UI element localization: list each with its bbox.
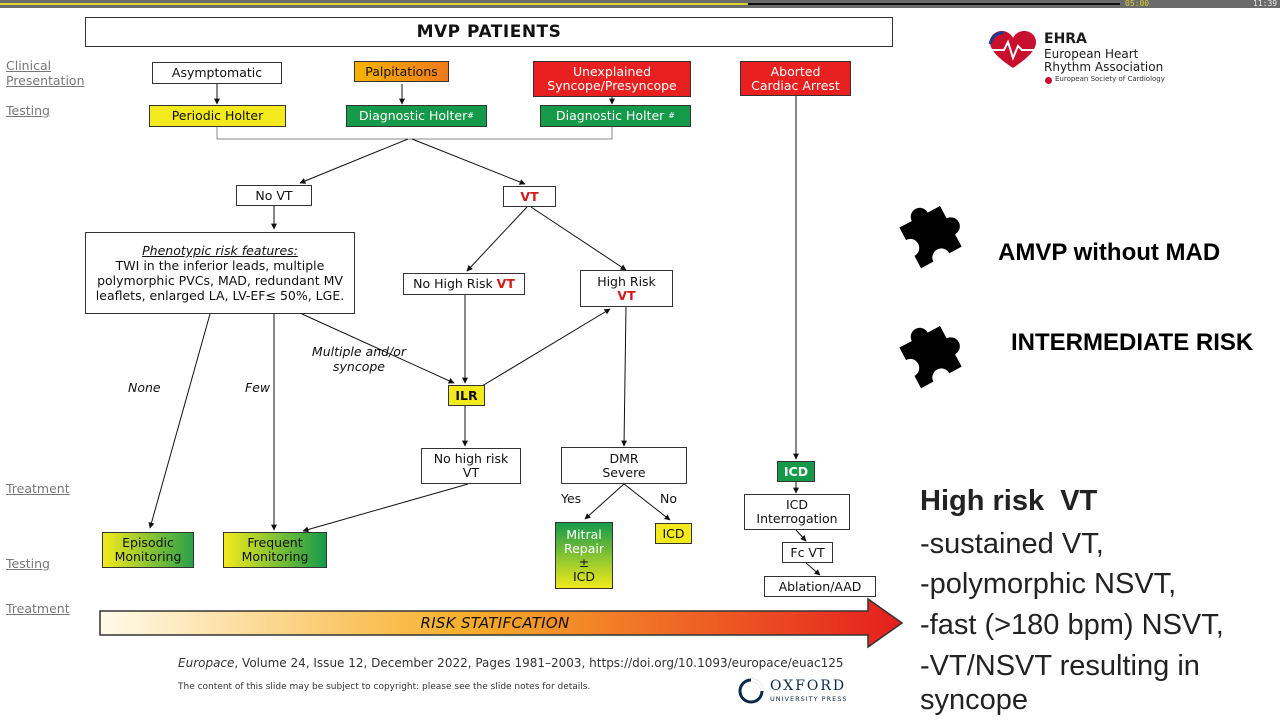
fc-vt-box: Fc VT <box>782 542 833 563</box>
edge-label-yes: Yes <box>561 491 582 506</box>
oxford-logo: OXFORD UNIVERSITY PRESS <box>738 678 858 706</box>
dmr-severe-box: DMR Severe <box>561 447 687 484</box>
citation-details: , Volume 24, Issue 12, December 2022, Pa… <box>234 656 844 670</box>
high-risk-item-3: -fast (>180 bpm) NSVT, <box>920 609 1224 641</box>
hash-mark-2: # <box>668 111 675 120</box>
high-risk-label: High Risk <box>597 273 656 289</box>
high-risk-box: High Risk VT <box>580 270 673 307</box>
high-risk-item-4: -VT/NSVT resulting in <box>920 650 1200 682</box>
copyright-note: The content of this slide may be subject… <box>178 682 591 692</box>
risk-stratification-label: RISK STATIFCATION <box>420 614 570 632</box>
episodic-monitoring-box: Episodic Monitoring <box>102 532 194 568</box>
vt-box: VT <box>503 186 556 207</box>
puzzle-label-intermediate: INTERMEDIATE RISK <box>1011 329 1254 356</box>
edge-label-few: Few <box>245 380 271 395</box>
mitral-repair-box: Mitral Repair ± ICD <box>555 522 613 589</box>
phenotypic-body: TWI in the inferior leads, multiple poly… <box>95 258 345 303</box>
no-high-risk-vt: VT <box>496 276 515 291</box>
edge-label-multiple: Multiple and/or syncope <box>311 344 407 374</box>
plus-minus-label: ± <box>578 554 590 570</box>
icd-interrogation-box: ICD Interrogation <box>744 494 850 530</box>
risk-stratification-arrow <box>99 597 904 649</box>
no-high-risk-vt-box: No high risk VT <box>421 448 521 484</box>
side-label-clinical: Clinical Presentation <box>6 58 85 88</box>
puzzle-piece-icon-2 <box>899 326 962 389</box>
citation: Europace, Volume 24, Issue 12, December … <box>178 656 844 670</box>
ehra-logo: EHRA European Heart Rhythm Association E… <box>988 30 1178 90</box>
high-risk-vt: VT <box>617 287 636 303</box>
phenotypic-title: Phenotypic risk features: <box>142 243 298 258</box>
palpitations-box: Palpitations <box>354 61 449 82</box>
ablation-aad-box: Ablation/AAD <box>764 576 876 597</box>
ehra-wordmark: EHRA <box>1044 31 1087 47</box>
diagnostic-holter-label-2: Diagnostic Holter <box>556 108 665 123</box>
high-risk-item-5: syncope <box>920 684 1029 716</box>
syncope-box: Unexplained Syncope/Presyncope <box>533 61 691 97</box>
side-label-testing-2: Testing <box>6 556 50 571</box>
time-elapsed: 05:00 <box>1125 0 1150 8</box>
heart-logo-icon <box>988 31 1036 68</box>
asymptomatic-box: Asymptomatic <box>152 62 282 84</box>
citation-journal: Europace <box>178 656 235 670</box>
side-label-treatment-2: Treatment <box>6 601 70 616</box>
oxford-sub: UNIVERSITY PRESS <box>770 695 848 703</box>
edge-label-no: No <box>660 491 677 506</box>
icd-green-box: ICD <box>777 461 815 482</box>
icd-yellow-box: ICD <box>655 523 692 544</box>
frequent-monitoring-box: Frequent Monitoring <box>223 532 327 568</box>
mitral-icd-label: ICD <box>572 568 596 584</box>
no-high-risk-label: No High Risk <box>413 276 497 291</box>
puzzle-piece-icon <box>899 206 962 269</box>
periodic-holter-box: Periodic Holter <box>149 105 286 127</box>
high-risk-item-2: -polymorphic NSVT, <box>920 568 1177 600</box>
hash-mark-1: # <box>467 111 474 120</box>
edge-label-none: None <box>128 380 161 395</box>
aborted-cardiac-arrest-box: Aborted Cardiac Arrest <box>740 61 851 96</box>
no-vt-box: No VT <box>236 185 312 206</box>
side-label-treatment: Treatment <box>6 481 70 496</box>
ilr-box: ILR <box>448 385 485 406</box>
video-remaining-track <box>748 3 1120 5</box>
no-high-risk-box: No High Risk VT <box>403 273 525 295</box>
vt-label: VT <box>520 188 539 204</box>
diagnostic-holter-box-2: Diagnostic Holter # <box>540 105 691 127</box>
oxford-emblem-icon <box>738 678 764 704</box>
video-progress-bar[interactable]: 05:00 11:39 <box>0 0 1280 8</box>
ehra-line-1: European Heart <box>1044 47 1139 61</box>
side-label-testing: Testing <box>6 103 50 118</box>
puzzle-label-amvp: AMVP without MAD <box>998 239 1221 266</box>
oxford-wordmark: OXFORD <box>770 678 847 694</box>
ehra-line-2: Rhythm Association <box>1044 60 1164 74</box>
esc-icon <box>1045 77 1052 84</box>
mitral-repair-label: Mitral Repair <box>563 526 605 556</box>
time-total: 11:39 <box>1253 0 1278 8</box>
high-risk-vt-title: High risk VT <box>920 485 1098 517</box>
video-progress-fill <box>0 3 749 5</box>
diagnostic-holter-box-1: Diagnostic Holter# <box>346 105 487 127</box>
slide-title: MVP PATIENTS <box>85 17 893 47</box>
esc-label: European Society of Cardiology <box>1055 75 1165 83</box>
diagnostic-holter-label-1: Diagnostic Holter <box>359 108 468 123</box>
phenotypic-risk-box: Phenotypic risk features: TWI in the inf… <box>85 232 355 314</box>
high-risk-item-1: -sustained VT, <box>920 528 1104 560</box>
